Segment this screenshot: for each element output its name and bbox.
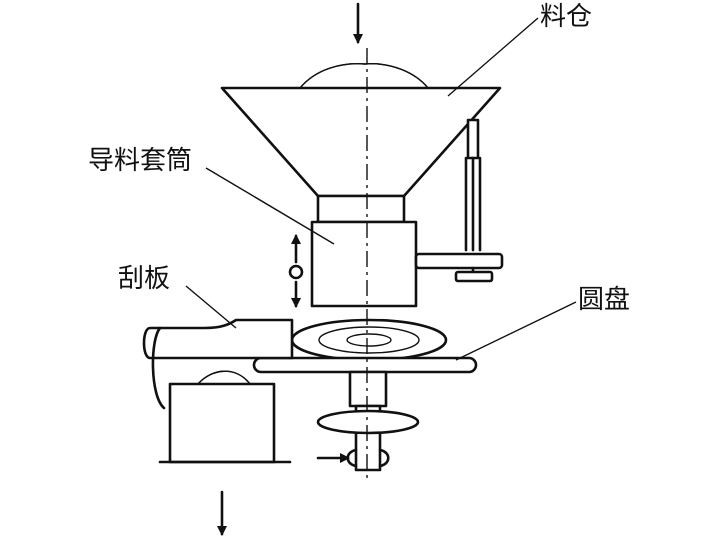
label-feed-sleeve: 导料套筒: [88, 146, 193, 176]
shaft: [348, 370, 388, 408]
disc: [252, 356, 478, 374]
label-hopper: 料仓: [540, 2, 593, 32]
hopper: [220, 86, 502, 198]
material-heap: [299, 63, 429, 89]
adjustment-arm: [414, 252, 504, 270]
leader-hopper: [447, 17, 539, 97]
drive-pulley: [316, 409, 420, 435]
sleeve-neck: [316, 194, 406, 224]
collection-bin: [168, 382, 276, 464]
handwheel: [454, 270, 494, 283]
leader-disc: [455, 301, 577, 361]
label-disc: 圆盘: [578, 285, 631, 315]
support-rod: [466, 118, 480, 160]
label-scraper: 刮板: [118, 264, 171, 294]
feed-sleeve: [310, 220, 418, 308]
leader-feed-sleeve: [205, 167, 335, 245]
disc-material: [290, 318, 448, 362]
leader-scraper: [185, 285, 237, 329]
scraper: [142, 318, 294, 360]
